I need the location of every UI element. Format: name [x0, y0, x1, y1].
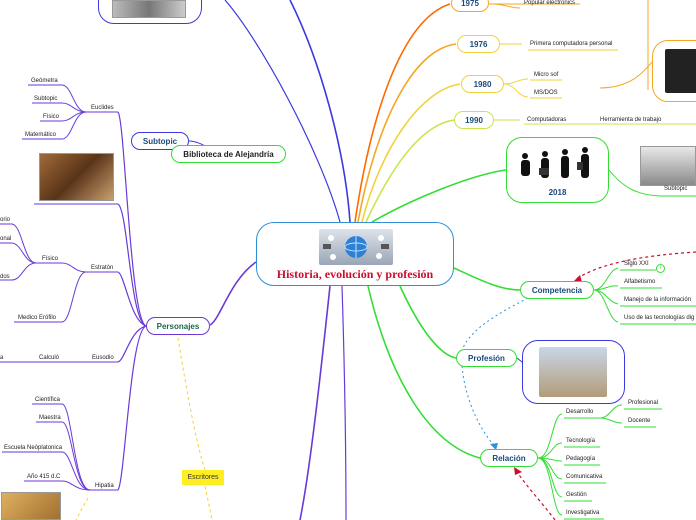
- year-1976-node[interactable]: 1976: [457, 35, 500, 53]
- classroom-image-frame: [522, 340, 625, 404]
- relacion-node[interactable]: Relación: [480, 449, 538, 467]
- central-topic[interactable]: Historia, evolución y profesión: [256, 222, 454, 286]
- hipatia-item: Escuela Neóplatonica: [4, 445, 63, 451]
- year-label: 1990: [465, 115, 483, 125]
- relacion-item: Pedagogía: [566, 456, 596, 462]
- competencia-node[interactable]: Competencia: [520, 281, 594, 299]
- year-label: 2018: [548, 188, 567, 197]
- timeline-item: Primera computadora personal: [530, 41, 613, 47]
- euclides-label: Euclides: [91, 105, 114, 111]
- hipatia-item: Maestra: [39, 415, 61, 421]
- people-evolution-icon: [521, 147, 589, 178]
- eusodio-item: a: [0, 355, 4, 361]
- hipatia-item: Año 415 d.C: [27, 474, 61, 480]
- relacion-item: Profesional: [628, 400, 659, 406]
- estraton-label: Estratón: [91, 265, 114, 271]
- year-1990-node[interactable]: 1990: [454, 111, 494, 129]
- relacion-item: Gestión: [566, 492, 587, 498]
- estraton-item: orio: [0, 217, 11, 223]
- central-image: [319, 229, 393, 265]
- euclides-item: Geómetra: [31, 78, 58, 84]
- subtopic-label: Subtopic: [142, 136, 178, 146]
- euclides-item: Físico: [43, 114, 60, 120]
- relacion-label: Relación: [492, 453, 526, 463]
- biblioteca-node[interactable]: Biblioteca de Alejandría: [171, 145, 286, 163]
- relacion-item: Desarrollo: [566, 409, 594, 415]
- estraton-item: Medico Erófilo: [18, 315, 57, 321]
- year-2018-node[interactable]: 2018: [506, 137, 609, 203]
- profesion-label: Profesión: [468, 353, 505, 363]
- eusodio-label: Eusodio: [92, 355, 114, 361]
- top-image: [112, 0, 186, 18]
- timeline-item: Popular electronics: [524, 0, 576, 6]
- eusodio-item: Calculó: [39, 355, 60, 361]
- computers-image: [640, 146, 696, 186]
- timeline-item: Herramienta de trabajo: [600, 117, 662, 123]
- relacion-item: Docente: [628, 418, 651, 424]
- hipatia-label: Hipatia: [95, 483, 114, 489]
- info-icon[interactable]: i: [656, 264, 665, 273]
- year-1975-node[interactable]: 1975: [451, 0, 489, 12]
- hipatia-item: Científica: [35, 397, 61, 403]
- timeline-item: Micro sof: [534, 72, 559, 78]
- escritores-note[interactable]: Escritores: [182, 470, 224, 485]
- timeline-item: Subtopic: [664, 186, 688, 192]
- competencia-item: Manejo de la información: [624, 297, 692, 303]
- relacion-item: Tecnología: [566, 438, 596, 444]
- competencia-item: Siglo XXI: [624, 261, 649, 267]
- biblioteca-label: Biblioteca de Alejandría: [183, 149, 274, 159]
- timeline-item: Computadoras: [527, 117, 567, 123]
- euclides-item: Subtopic: [34, 96, 58, 102]
- competencia-item: Uso de las tecnologías dig: [624, 315, 695, 321]
- computer-image-frame: [652, 40, 696, 102]
- escritores-label: Escritores: [187, 474, 219, 481]
- personajes-label: Personajes: [156, 321, 200, 331]
- globe-network-icon: [323, 235, 389, 260]
- estraton-item: dos: [0, 274, 10, 280]
- estraton-item: Físico: [42, 256, 59, 262]
- central-title: Historia, evolución y profesión: [276, 267, 434, 281]
- competencia-label: Competencia: [531, 285, 583, 295]
- relacion-item: Investigativa: [566, 510, 600, 516]
- year-label: 1975: [461, 0, 479, 8]
- hipatia-image: [1, 492, 61, 520]
- euclides-item: Matemático: [25, 132, 57, 138]
- timeline-item: MS/DOS: [534, 90, 558, 96]
- painting-image: [39, 153, 114, 201]
- year-label: 1976: [469, 39, 488, 49]
- competencia-item: Alfabetismo: [624, 279, 656, 285]
- relacion-item: Comunicativa: [566, 474, 603, 480]
- year-label: 1980: [473, 79, 492, 89]
- personajes-node[interactable]: Personajes: [146, 317, 210, 335]
- year-1980-node[interactable]: 1980: [461, 75, 504, 93]
- profesion-node[interactable]: Profesión: [456, 349, 517, 367]
- estraton-item: onal: [0, 236, 12, 242]
